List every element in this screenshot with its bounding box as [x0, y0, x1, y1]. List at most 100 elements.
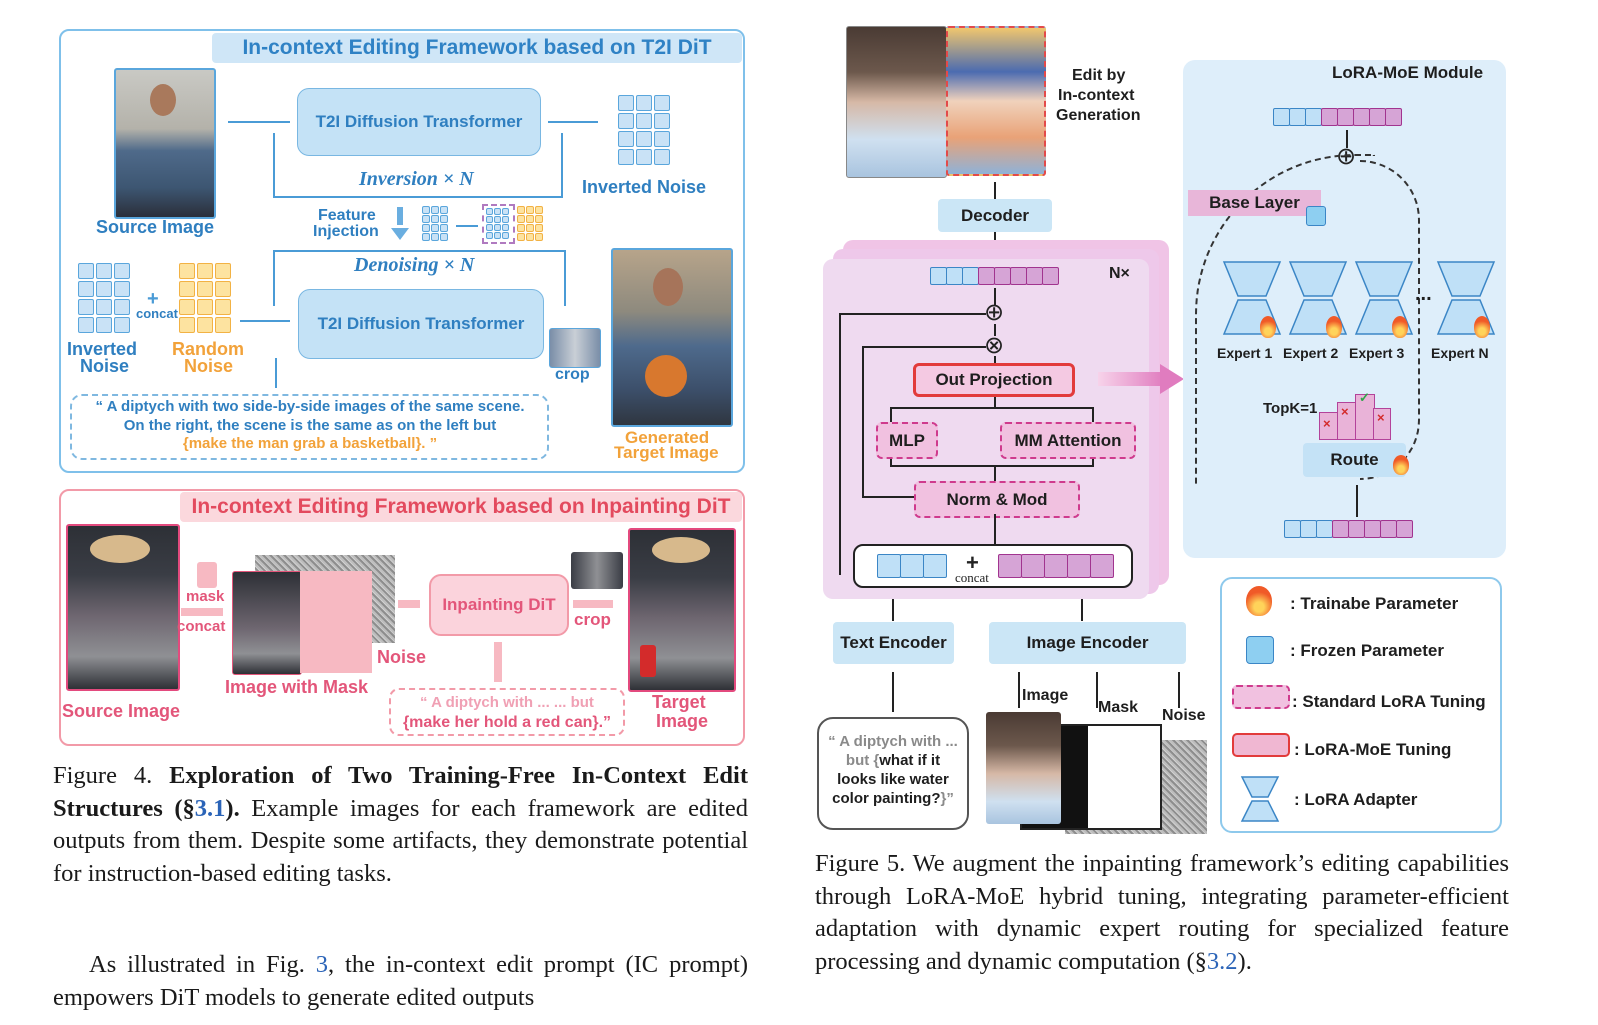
- arrow-up: [994, 397, 996, 407]
- lora-moe-title: LoRA-MoE Module: [1332, 63, 1484, 82]
- inverted-noise-grid-2: [78, 263, 130, 333]
- prompt-fig5-line-2: but {what if it: [817, 752, 969, 769]
- prompt-fig5-line-4a: color painting?: [832, 790, 941, 807]
- body-fig-ref-link[interactable]: 3: [315, 951, 328, 978]
- inpainting-dit: Inpainting DiT: [429, 574, 569, 636]
- concat-label-2: concat: [177, 618, 226, 635]
- figure-4-bold-3: ).: [225, 794, 240, 822]
- prompt-line-1: “ A diptych with two side-by-side images…: [95, 398, 525, 415]
- source-image-man-face: [150, 84, 176, 116]
- plus-icon: +: [966, 550, 979, 575]
- ice-cube-icon: [1306, 206, 1326, 226]
- hat-icon: [652, 537, 710, 563]
- edit-label-2: In-context: [1058, 87, 1135, 104]
- mask-input-label: Mask: [1098, 699, 1139, 716]
- legend-lora-adapter: : LoRA Adapter: [1294, 790, 1418, 809]
- fire-icon: [1326, 316, 1342, 338]
- prompt-fig5-line-4: color painting?}”: [817, 790, 969, 807]
- arrow-pink: [573, 600, 613, 608]
- prompt-fig5-line-1: “ A diptych with ...: [828, 733, 958, 750]
- crop-thumbnail-2: [571, 552, 623, 589]
- image-with-mask-left: [232, 571, 302, 675]
- legend-panel: [1220, 577, 1502, 833]
- image-with-mask-label: Image with Mask: [225, 677, 369, 697]
- image-input-label: Image: [1022, 687, 1069, 704]
- target-label-a: Target: [652, 692, 706, 712]
- mm-attention-box: MM Attention: [1000, 422, 1136, 459]
- figure-4-ref-link[interactable]: 3.1: [194, 794, 226, 822]
- noise-input-label: Noise: [1162, 707, 1206, 724]
- edit-label-3: Generation: [1056, 107, 1141, 124]
- fig4-top-title: In-context Editing Framework based on T2…: [212, 33, 742, 63]
- lora-moe-swatch: [1232, 733, 1290, 757]
- fire-icon: [1393, 455, 1409, 475]
- route-bars: × × ✓ ×: [1319, 390, 1391, 440]
- inverted-noise-grid: [618, 95, 670, 165]
- random-noise-grid: [179, 263, 231, 333]
- body-text-after: , the in-context edit prompt (IC prompt)…: [53, 951, 748, 1011]
- route-box: Route: [1303, 443, 1406, 477]
- fire-icon: [1260, 316, 1276, 338]
- arrow-up: [994, 514, 996, 544]
- figure-5-caption-end: ).: [1237, 947, 1252, 975]
- arrow-up: [994, 467, 996, 481]
- fig4-top-panel: [59, 29, 745, 473]
- mask-label: mask: [186, 588, 225, 605]
- arrow-pink-head: [1160, 364, 1184, 394]
- arrow: [275, 358, 277, 388]
- watercolor-photo: [946, 26, 1046, 176]
- figure-5-caption-text: Figure 5. We augment the inpainting fram…: [815, 850, 1509, 975]
- crop-thumbnail: [549, 328, 601, 368]
- inversion-label: Inversion × N: [359, 168, 474, 190]
- arrow-up: [1346, 130, 1348, 148]
- figure-5-caption: Figure 5. We augment the inpainting fram…: [815, 848, 1509, 978]
- standard-lora-swatch: [1232, 685, 1290, 709]
- inversion-loop: [273, 133, 563, 198]
- random-noise-label-b: Noise: [184, 356, 234, 376]
- fig4-bottom-title: In-context Editing Framework based on In…: [180, 492, 742, 522]
- inverted-noise-label: Inverted Noise: [582, 177, 707, 197]
- base-layer-box: Base Layer: [1188, 190, 1321, 216]
- feature-grid-blue-2: [486, 208, 509, 239]
- denoising-label: Denoising × N: [354, 254, 475, 276]
- arrow-up: [1096, 672, 1098, 708]
- arrow: [548, 121, 598, 123]
- expert-label: Expert N: [1431, 345, 1489, 361]
- concat-label-fig5: concat: [955, 570, 989, 585]
- noise-label: Noise: [377, 647, 427, 667]
- body-text-before: As illustrated in Fig.: [89, 951, 305, 978]
- prompt-bottom-line-2: {make her hold a red can}.”: [402, 714, 612, 731]
- fig4-bottom-panel: [59, 489, 745, 746]
- image-encoder: Image Encoder: [989, 622, 1186, 664]
- text-encoder: Text Encoder: [833, 622, 954, 664]
- expert-dots: ...: [1415, 283, 1432, 305]
- generated-label-b: Target Image: [614, 443, 719, 462]
- arrow-up: [994, 324, 996, 336]
- moe-input-tokens: [1284, 520, 1413, 538]
- figure-4-caption: Figure 4. Exploration of Two Training-Fr…: [53, 760, 748, 890]
- arrow-up: [994, 356, 996, 364]
- ice-cube-icon: [1246, 636, 1274, 664]
- prompt-bottom-line-1: “ A diptych with ... ... but: [420, 694, 594, 711]
- figure-5-ref-link[interactable]: 3.2: [1206, 947, 1238, 975]
- generated-label-a: Generated: [625, 428, 710, 447]
- expert-label: Expert 3: [1349, 345, 1405, 361]
- output-tokens: [930, 267, 1059, 285]
- generated-target-face: [653, 268, 683, 306]
- arrow: [228, 121, 290, 123]
- concat-label: concat: [136, 306, 178, 321]
- arrow-up: [994, 182, 996, 200]
- fire-icon: [1246, 586, 1272, 616]
- image-with-mask-right: [300, 571, 372, 673]
- fire-icon: [1474, 316, 1490, 338]
- source-image-woman: [66, 524, 180, 691]
- arrow-pink: [181, 608, 223, 616]
- arrow-pink-right: [1098, 372, 1164, 386]
- figure-4-bold-1: Exploration of Two Training-Free In-Cont…: [169, 762, 749, 789]
- inverted-noise-label-2a: Inverted: [67, 339, 138, 359]
- crop-label-2: crop: [574, 610, 611, 629]
- moe-output-tokens: [1273, 108, 1402, 126]
- legend-frozen: : Frozen Parameter: [1290, 641, 1444, 660]
- prompt-fig5-line-2b: what if it: [879, 752, 941, 769]
- line: [1081, 599, 1083, 621]
